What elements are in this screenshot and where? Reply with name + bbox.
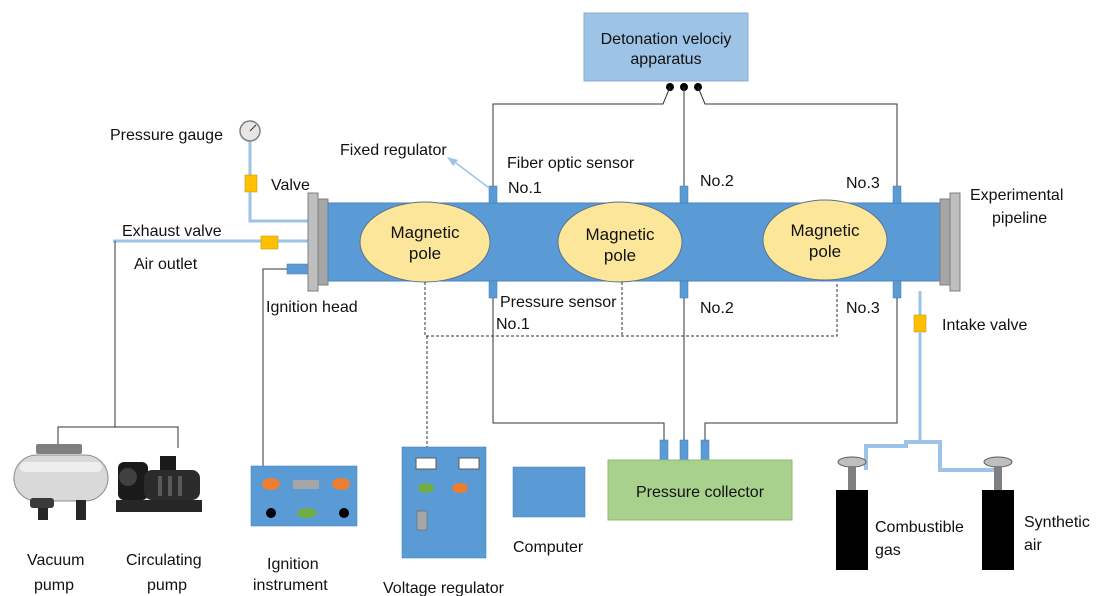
voltage-display-1 — [415, 457, 437, 470]
circulating-pump-label-2: pump — [147, 577, 187, 594]
valve-icon — [244, 174, 258, 193]
fiber-sensor-2 — [679, 185, 689, 204]
voltage-display-2 — [458, 457, 480, 470]
ignition-wire — [262, 268, 287, 466]
pressure-gauge-label: Pressure gauge — [110, 127, 223, 144]
circulating-pump-icon — [116, 456, 202, 512]
experimental-pipeline-label-2: pipeline — [992, 210, 1047, 227]
voltage-knob-orange — [452, 483, 468, 493]
magnetic-pole-2 — [557, 201, 683, 283]
pressure-sensor-wiring — [492, 298, 898, 440]
air-outlet-label: Air outlet — [134, 256, 198, 273]
voltage-switch — [416, 510, 428, 531]
synthetic-air-label-1: Synthetic — [1024, 514, 1090, 531]
vacuum-pump-label-2: pump — [34, 577, 74, 594]
ignition-head-icon — [286, 263, 310, 275]
ignition-knob-left — [262, 478, 280, 490]
collector-port-3 — [700, 439, 710, 461]
vacuum-pump-icon — [13, 444, 109, 520]
pressure-no3-label: No.3 — [846, 300, 880, 317]
ignition-port-left — [266, 508, 276, 518]
right-flange-inner — [939, 198, 951, 286]
fiber-sensor-1 — [488, 185, 498, 204]
ignition-port-right — [339, 508, 349, 518]
gauge-needle — [249, 124, 257, 132]
fiber-optic-wiring — [492, 86, 898, 186]
pressure-no1-label: No.1 — [496, 316, 530, 333]
synthetic-air-cap — [983, 456, 1013, 468]
magnetic-pole-2-label-2: pole — [604, 246, 636, 265]
fiber-no2-label: No.2 — [700, 173, 734, 190]
ignition-button — [297, 508, 317, 518]
intake-valve-icon — [913, 314, 927, 333]
combustible-gas-cylinder — [836, 490, 868, 570]
ignition-head-label: Ignition head — [266, 299, 358, 316]
pressure-collector-box — [607, 459, 793, 521]
fiber-optic-sensor-label: Fiber optic sensor — [507, 155, 635, 172]
combustible-gas-label-1: Combustible — [875, 519, 964, 536]
detonation-apparatus-label-2: apparatus — [630, 51, 701, 68]
ignition-instrument-label-2: instrument — [253, 577, 328, 594]
gas-supply-pipe — [864, 440, 995, 472]
exhaust-valve-icon — [260, 235, 279, 250]
voltage-knob-green — [418, 483, 434, 493]
left-flange-inner — [317, 198, 329, 286]
synthetic-air-cylinder — [982, 490, 1014, 570]
fiber-sensor-3 — [892, 185, 902, 204]
combustible-gas-neck — [848, 466, 856, 490]
magnetic-pole-1 — [359, 201, 491, 283]
magnetic-control-wiring — [424, 282, 838, 447]
synthetic-air-label-2: air — [1024, 537, 1042, 554]
magnetic-pole-3-label-1: Magnetic — [791, 221, 860, 240]
ignition-instrument-label-1: Ignition — [267, 556, 319, 573]
computer-label: Computer — [513, 539, 584, 556]
valve-pipe — [248, 192, 316, 223]
left-flange-outer — [307, 192, 319, 292]
pump-wiring — [57, 241, 179, 448]
combustible-gas-cap — [837, 456, 867, 468]
intake-valve-label: Intake valve — [942, 317, 1027, 334]
computer-box — [512, 466, 586, 518]
ignition-display — [293, 480, 319, 489]
voltage-regulator-label: Voltage regulator — [383, 580, 505, 596]
pressure-sensor-3 — [892, 280, 902, 299]
combustible-gas-label-2: gas — [875, 542, 901, 559]
pressure-sensor-1 — [488, 280, 498, 299]
pressure-sensor-label: Pressure sensor — [500, 294, 617, 311]
fiber-no3-label: No.3 — [846, 175, 880, 192]
fixed-regulator-arrowhead — [447, 157, 458, 166]
detonation-apparatus-box — [583, 12, 749, 82]
circulating-pump-label-1: Circulating — [126, 552, 202, 569]
vacuum-pump-label-1: Vacuum — [27, 552, 85, 569]
ignition-knob-right — [332, 478, 350, 490]
exhaust-valve-label: Exhaust valve — [122, 223, 222, 240]
valve-label: Valve — [271, 177, 310, 194]
experimental-pipeline-label-1: Experimental — [970, 187, 1063, 204]
pressure-no2-label: No.2 — [700, 300, 734, 317]
magnetic-pole-3-label-2: pole — [809, 242, 841, 261]
fixed-regulator-arrow — [451, 159, 490, 189]
pressure-collector-label: Pressure collector — [636, 484, 765, 501]
collector-port-1 — [659, 439, 669, 461]
magnetic-pole-1-label-2: pole — [409, 244, 441, 263]
pressure-sensor-2 — [679, 280, 689, 299]
magnetic-pole-3 — [762, 199, 888, 281]
fixed-regulator-label: Fixed regulator — [340, 142, 447, 159]
synthetic-air-neck — [994, 466, 1002, 490]
fiber-no1-label: No.1 — [508, 180, 542, 197]
detonation-apparatus-label-1: Detonation velociy — [601, 31, 732, 48]
collector-port-2 — [679, 439, 689, 461]
magnetic-pole-2-label-1: Magnetic — [586, 225, 655, 244]
magnetic-pole-1-label-1: Magnetic — [391, 223, 460, 242]
right-flange-outer — [949, 192, 961, 292]
